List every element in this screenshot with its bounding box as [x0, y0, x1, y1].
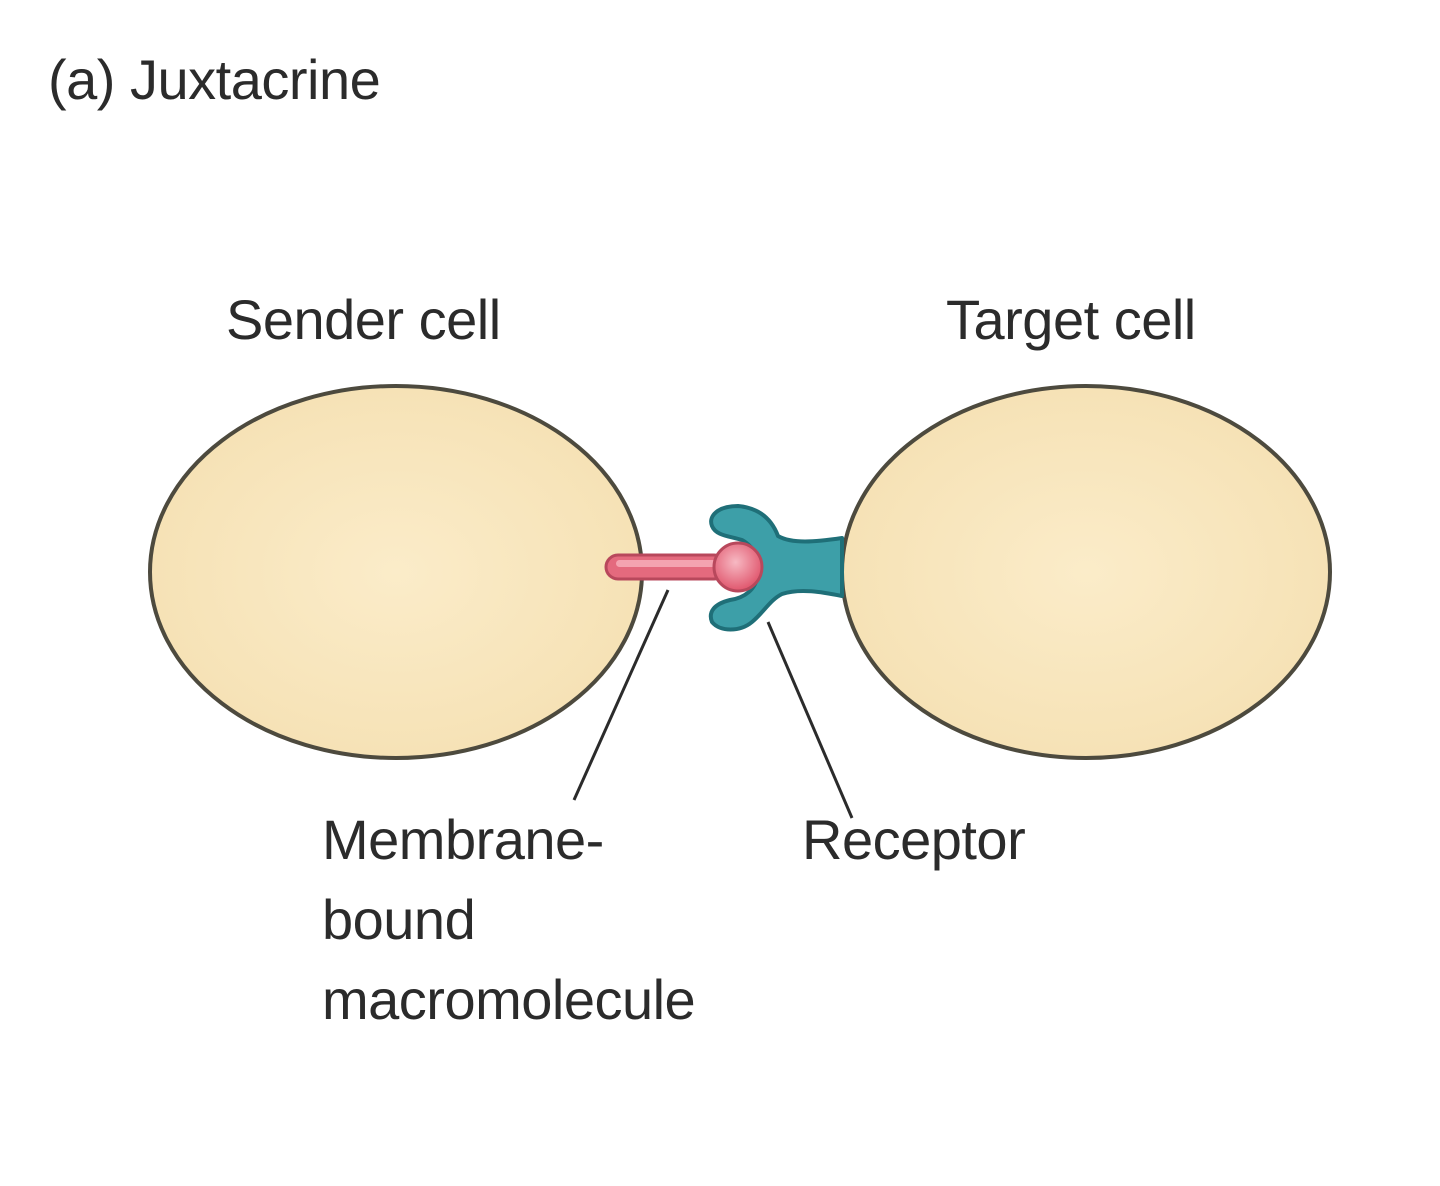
receptor-leader-line	[766, 621, 854, 819]
ligand-leader-line	[572, 589, 670, 801]
receptor-label: Receptor	[802, 808, 1026, 871]
target-cell	[840, 384, 1332, 760]
target-cell-label: Target cell	[946, 288, 1196, 351]
ligand-label-line-1: Membrane-	[322, 808, 604, 871]
panel-title: (a) Juxtacrine	[48, 48, 381, 111]
sender-cell	[148, 384, 644, 760]
ligand-label: Membrane- bound macromolecule	[322, 800, 696, 1040]
membrane-bound-macromolecule	[604, 541, 764, 593]
sender-cell-label: Sender cell	[226, 288, 501, 351]
ligand-label-line-2: bound	[322, 888, 476, 951]
ligand-label-line-3: macromolecule	[322, 968, 696, 1031]
